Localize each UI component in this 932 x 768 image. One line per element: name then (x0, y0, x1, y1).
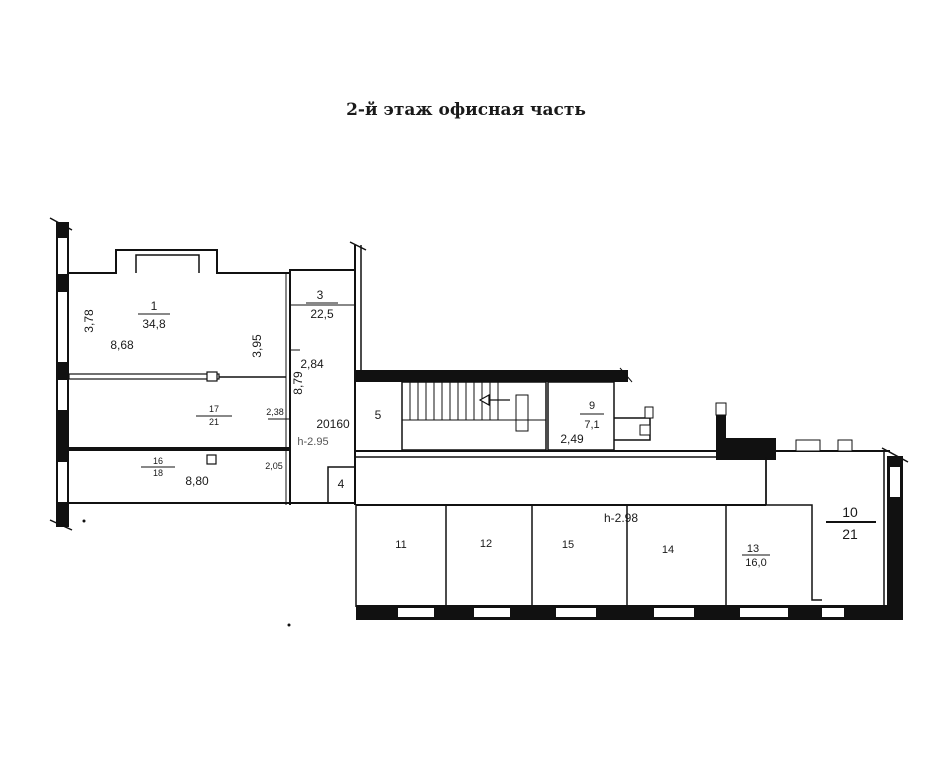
wall-17-16 (69, 447, 290, 451)
break-mark-bottom (49, 519, 73, 531)
room-12-number: 12 (480, 538, 492, 550)
column-2 (206, 454, 217, 465)
window-left-1 (58, 238, 67, 274)
dim-378: 3,78 (82, 309, 96, 333)
vent-3 (837, 439, 853, 452)
break-mark-right (881, 447, 909, 463)
dim-20160: 20160 (316, 417, 350, 431)
dim-868: 8,68 (110, 338, 134, 352)
column-1 (206, 371, 218, 382)
dim-879: 8,79 (291, 371, 305, 395)
top-wall-left (69, 249, 355, 274)
dim-284: 2,84 (300, 357, 324, 371)
room-1-number: 1 (151, 299, 158, 313)
plan-title: 2-й этаж офисная часть (346, 100, 586, 120)
room-1-area: 34,8 (142, 317, 166, 331)
wall-13-10 (765, 457, 822, 601)
room-4-box (327, 466, 356, 504)
room-3-number: 3 (317, 288, 324, 302)
vent-stack-top (715, 402, 727, 416)
vent-block (726, 438, 776, 460)
break-mark-stair (619, 367, 633, 383)
dot-2 (287, 623, 291, 627)
height-right: h-2.98 (604, 511, 638, 525)
room-11-number: 11 (395, 539, 406, 551)
room-15-number: 15 (562, 539, 574, 551)
room-10-number: 10 (842, 504, 858, 520)
room-4-number: 4 (338, 477, 345, 491)
dim-238: 2,38 (266, 407, 284, 417)
room-5-number: 5 (375, 408, 382, 422)
bottom-exterior-wall (356, 605, 903, 620)
break-mark-mid (349, 241, 367, 251)
height-left: h-2.95 (297, 436, 328, 448)
room-9-number: 9 (589, 400, 595, 412)
dim-395: 3,95 (250, 334, 264, 358)
room-16-area: 18 (153, 468, 163, 478)
break-mark-top (49, 217, 73, 231)
dim-205: 2,05 (265, 461, 283, 471)
vent-1 (644, 406, 654, 419)
room-9-area: 7,1 (584, 419, 599, 431)
room-16-number: 16 (153, 456, 163, 466)
wc-fixture (639, 424, 651, 436)
room-13-area: 16,0 (745, 557, 766, 569)
dot-1 (82, 519, 86, 523)
stair-steps (402, 382, 546, 432)
room-17-number: 17 (209, 404, 219, 414)
window-right-1 (890, 467, 900, 497)
bay-inner (135, 254, 200, 273)
window-left-3 (58, 380, 67, 410)
bottom-windows (398, 608, 844, 617)
window-left-2 (58, 292, 67, 362)
wall-below-room-1 (68, 373, 220, 380)
room-10-area: 21 (842, 526, 858, 542)
dim-880: 8,80 (185, 474, 209, 488)
vent-stack (716, 415, 726, 460)
vent-2 (795, 439, 821, 452)
room-13-number: 13 (747, 543, 759, 555)
dim-249: 2,49 (560, 432, 584, 446)
window-left-4 (58, 462, 67, 502)
room-14-number: 14 (662, 544, 674, 556)
room-3-area: 22,5 (310, 307, 334, 321)
stair-top-wall (356, 370, 628, 382)
room-17-area: 21 (209, 417, 219, 427)
